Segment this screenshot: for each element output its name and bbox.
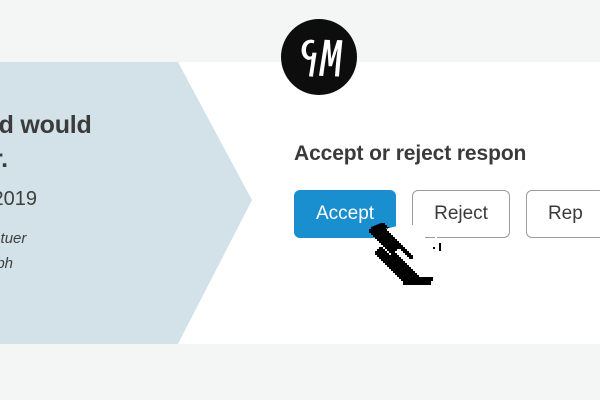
quote-headline-line1: d and would [0,111,92,139]
action-area: Accept or reject respon Accept Reject Re… [294,140,600,238]
quote-panel: d and would offer. uary 2019 onsectetuer… [0,62,252,344]
quote-headline: d and would offer. [0,108,252,176]
reject-button[interactable]: Reject [412,190,510,238]
quote-headline-line2: offer. [0,145,8,173]
reply-button[interactable]: Rep [525,190,600,238]
quote-date: uary 2019 [0,188,37,210]
action-heading: Accept or reject respon [294,142,527,165]
content-card: d and would offer. uary 2019 onsectetuer… [0,0,600,344]
gm-monogram-logo [281,19,357,95]
quote-body-line3: lore” [0,276,252,301]
quote-body-line2: mmy nibh [0,255,14,272]
accept-button[interactable]: Accept [294,190,397,238]
quote-body: onsectetuer mmy nibh lore” [0,226,252,301]
action-button-row: Accept Reject Rep [294,190,600,238]
quote-body-line1: onsectetuer [0,230,27,247]
